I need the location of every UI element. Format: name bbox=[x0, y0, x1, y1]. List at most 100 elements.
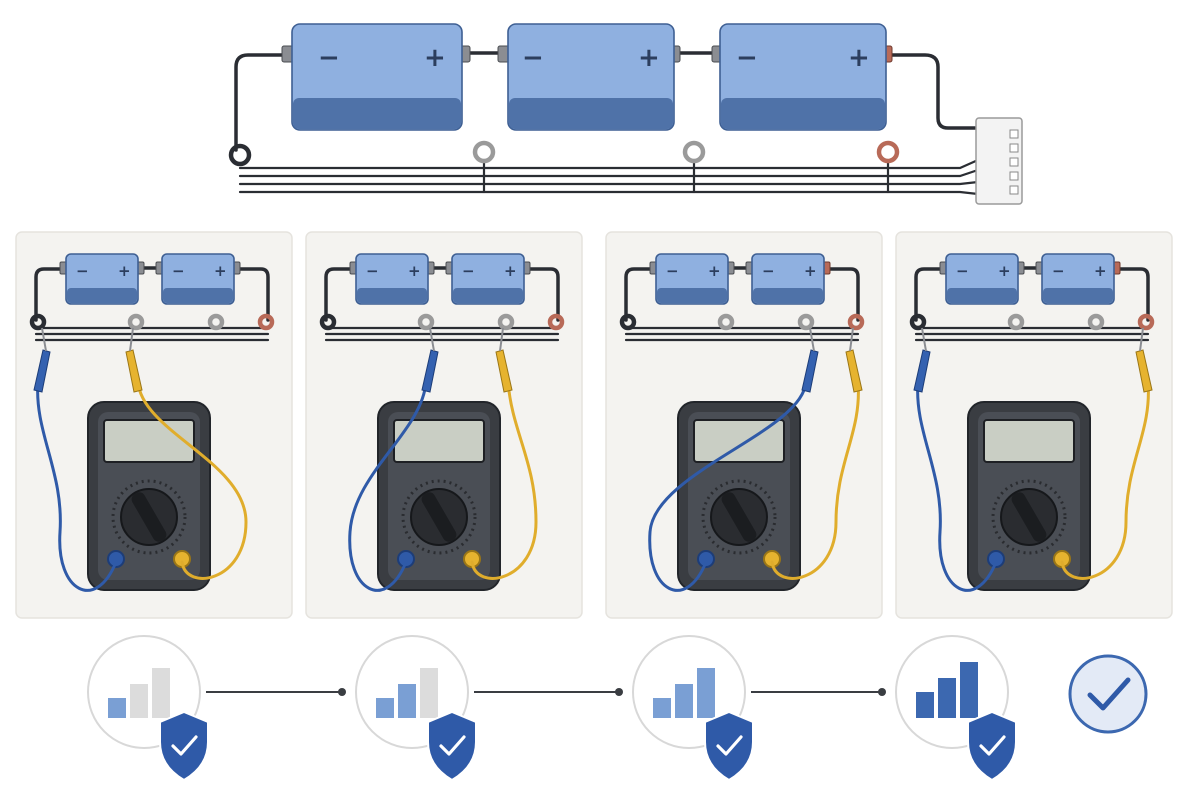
mini-battery-positive-sign: + bbox=[998, 262, 1011, 280]
signal-bars-icon bbox=[376, 668, 438, 718]
negative-lead-wire bbox=[648, 380, 808, 592]
positive-probe bbox=[1135, 349, 1153, 393]
signal-bar-2 bbox=[398, 684, 416, 718]
signal-bar-1 bbox=[376, 698, 394, 718]
mini-ring-terminal-3 bbox=[497, 313, 515, 331]
negative-probe bbox=[801, 349, 819, 393]
signal-bar-3 bbox=[960, 662, 978, 718]
test-leads bbox=[348, 327, 538, 592]
mini-ring-terminal-1 bbox=[619, 313, 637, 331]
mini-pack-wiring bbox=[624, 266, 860, 342]
signal-bar-1 bbox=[108, 698, 126, 718]
mini-battery-positive-sign: + bbox=[1094, 262, 1107, 280]
multimeter-display bbox=[983, 419, 1075, 463]
mini-battery-negative-sign: − bbox=[1052, 262, 1065, 280]
ring-terminal-1 bbox=[472, 140, 496, 164]
test-leads bbox=[913, 327, 1153, 592]
positive-lead-wire bbox=[136, 380, 248, 580]
battery-1: − + bbox=[281, 23, 471, 131]
signal-bar-3 bbox=[697, 668, 715, 718]
mini-battery-negative-sign: − bbox=[462, 262, 475, 280]
mini-pack-wiring bbox=[324, 266, 560, 342]
negative-probe bbox=[913, 349, 931, 393]
negative-lead-wire bbox=[916, 380, 998, 592]
ring-terminal-2 bbox=[682, 140, 706, 164]
mini-battery-positive-sign: + bbox=[118, 262, 131, 280]
shield-check-icon bbox=[427, 710, 477, 782]
battery-1-positive-sign: + bbox=[424, 43, 446, 73]
positive-probe bbox=[125, 349, 143, 393]
balance-harness bbox=[238, 158, 980, 196]
battery-2: − + bbox=[497, 23, 681, 131]
mini-ring-terminal-2 bbox=[717, 313, 735, 331]
mini-battery-1: −+ bbox=[939, 253, 1025, 305]
negative-lead-wire bbox=[348, 380, 428, 592]
mini-battery-1: −+ bbox=[349, 253, 435, 305]
step-1 bbox=[87, 635, 209, 782]
signal-bar-1 bbox=[653, 698, 671, 718]
signal-bar-2 bbox=[938, 678, 956, 718]
step-connector-dot bbox=[338, 688, 346, 696]
mini-battery-2: −+ bbox=[1035, 253, 1121, 305]
mini-ring-terminal-3 bbox=[797, 313, 815, 331]
signal-bar-3 bbox=[420, 668, 438, 718]
mini-battery-negative-sign: − bbox=[76, 262, 89, 280]
positive-probe bbox=[845, 349, 863, 393]
final-check bbox=[1068, 654, 1148, 734]
mini-battery-positive-sign: + bbox=[214, 262, 227, 280]
test-leads bbox=[648, 327, 863, 592]
mini-ring-terminal-4 bbox=[1137, 313, 1155, 331]
battery-3: − + bbox=[711, 23, 893, 131]
test-panel-4: −+−+ bbox=[895, 231, 1173, 619]
battery-pack-overview: − + − + − + bbox=[228, 23, 1023, 205]
multimeter-display bbox=[103, 419, 195, 463]
mini-battery-positive-sign: + bbox=[708, 262, 721, 280]
mini-ring-terminal-4 bbox=[847, 313, 865, 331]
step-3 bbox=[632, 635, 754, 782]
mini-ring-terminal-2 bbox=[1007, 313, 1025, 331]
check-circle-icon bbox=[1087, 677, 1131, 711]
negative-lead-wire bbox=[36, 380, 118, 592]
test-panel-3: −+−+ bbox=[605, 231, 883, 619]
shield-check-icon bbox=[159, 710, 209, 782]
multimeter bbox=[677, 401, 801, 591]
positive-lead-wire bbox=[770, 380, 860, 580]
multimeter bbox=[967, 401, 1091, 591]
mini-battery-negative-sign: − bbox=[762, 262, 775, 280]
mini-ring-terminal-4 bbox=[547, 313, 565, 331]
positive-probe bbox=[495, 349, 513, 393]
mini-ring-terminal-3 bbox=[207, 313, 225, 331]
mini-ring-terminal-1 bbox=[319, 313, 337, 331]
step-4 bbox=[895, 635, 1017, 782]
signal-bar-3 bbox=[152, 668, 170, 718]
battery-3-positive-sign: + bbox=[848, 43, 870, 73]
mini-ring-terminal-2 bbox=[417, 313, 435, 331]
shield-check-icon bbox=[967, 710, 1017, 782]
com-port bbox=[987, 550, 1005, 568]
mini-battery-2: −+ bbox=[155, 253, 241, 305]
mini-battery-2: −+ bbox=[745, 253, 831, 305]
mini-battery-negative-sign: − bbox=[666, 262, 679, 280]
com-port bbox=[107, 550, 125, 568]
negative-probe bbox=[421, 349, 439, 393]
com-port bbox=[697, 550, 715, 568]
mini-battery-negative-sign: − bbox=[956, 262, 969, 280]
battery-3-negative-sign: − bbox=[736, 43, 758, 73]
balance-connector bbox=[975, 117, 1023, 205]
battery-1-negative-sign: − bbox=[318, 43, 340, 73]
ring-terminal-positive bbox=[876, 140, 900, 164]
positive-lead-wire bbox=[1060, 380, 1150, 580]
test-panel-1: −+−+ bbox=[15, 231, 293, 619]
test-leads bbox=[33, 327, 248, 592]
mini-ring-terminal-1 bbox=[909, 313, 927, 331]
mini-battery-positive-sign: + bbox=[408, 262, 421, 280]
mini-battery-2: −+ bbox=[445, 253, 531, 305]
mini-battery-1: −+ bbox=[59, 253, 145, 305]
mini-battery-negative-sign: − bbox=[172, 262, 185, 280]
signal-bars-icon bbox=[653, 668, 715, 718]
mini-ring-terminal-1 bbox=[29, 313, 47, 331]
multimeter-display bbox=[393, 419, 485, 463]
mini-battery-positive-sign: + bbox=[804, 262, 817, 280]
signal-bar-2 bbox=[130, 684, 148, 718]
